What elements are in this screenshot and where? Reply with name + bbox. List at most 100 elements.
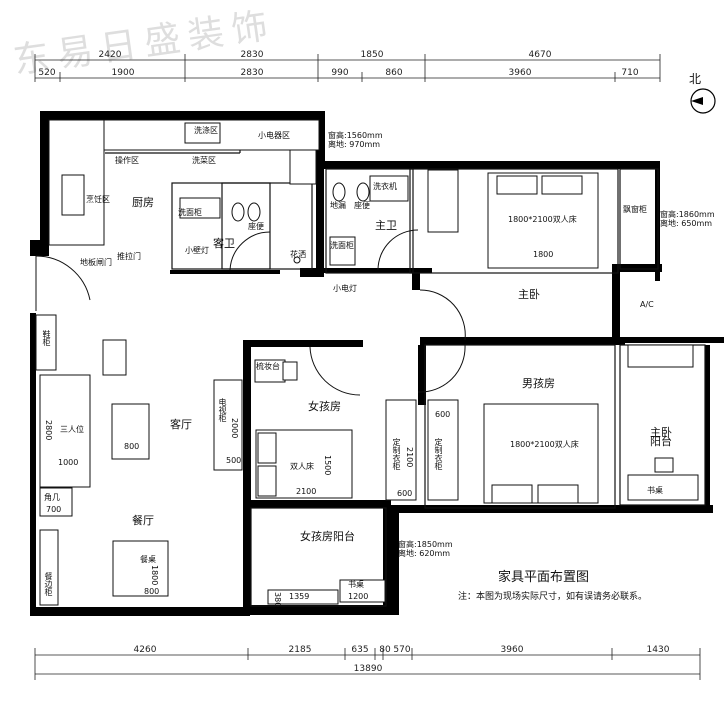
bath-fixtures [179,175,409,266]
label-washbasin-cab: 洗面柜 [178,208,202,217]
label-small-lamp: 小壁灯 [185,246,209,255]
label-girl-bed-l: 2100 [296,487,317,496]
dim-bottom-5: 570 [393,645,411,655]
room-dining: 餐厅 [132,514,154,527]
label-wash-area: 洗菜区 [192,156,216,165]
label-bed-master: 1800*2100双人床 [508,215,577,224]
label-coffee-table: 800 [124,442,140,451]
dim-top-7: 2830 [240,68,264,78]
wardrobes [385,169,694,501]
dim-top-5: 520 [38,68,56,78]
dim-bottom-4: 80 [379,645,391,655]
label-master-washbasin: 洗面柜 [330,241,354,250]
dim-top-1: 2420 [98,50,122,60]
label-window-g: 窗高:1850mm [398,540,453,549]
dim-bottom-3: 635 [351,645,369,655]
label-desk-girl-len: 1200 [348,592,369,601]
dim-top-9: 860 [385,68,403,78]
north-arrow-icon [690,88,716,114]
label-dining-table: 餐桌 [140,555,156,564]
label-master-toilet: 座便 [354,201,370,210]
label-boy-bed: 1800*2100双人床 [510,440,579,449]
room-master-balcony: 主卧阳台 [650,426,672,448]
label-dining-len: 1800 [150,565,159,586]
dim-top-6: 1900 [111,68,135,78]
plan-title: 家具平面布置图 [498,570,590,585]
label-floor-drain: 地漏 [330,201,346,210]
label-sill-k: 离地: 970mm [328,140,381,149]
label-girl-bed: 双人床 [290,462,314,471]
label-wardrobe-len: 2100 [405,447,414,468]
dim-top-11: 710 [621,68,639,78]
label-appliance-area: 小电器区 [258,131,290,140]
dim-bottom-total: 13890 [353,664,383,674]
label-vanity: 梳妆台 [256,362,280,371]
label-window-k: 窗高:1560mm [328,131,383,140]
label-wardrobe-depth: 600 [435,410,451,419]
label-sofa-w: 1000 [58,458,79,467]
plan-note: 注：本图为现场实际尺寸，如有误请务必联系。 [458,592,648,602]
dim-top-10: 3960 [508,68,532,78]
label-sill-g: 离地: 620mm [398,549,451,558]
label-desk-girl: 书桌 [348,580,364,589]
room-girl-balcony: 女孩房阳台 [300,530,355,543]
label-sofa: 三人位 [60,425,84,434]
label-shower: 花洒 [290,250,306,259]
label-sofa-len: 2800 [44,420,53,441]
dim-bottom-7: 1430 [646,645,670,655]
dim-top-3: 1850 [360,50,384,60]
dim-top-2: 2830 [240,50,264,60]
doors [35,229,466,396]
north-indicator: 北 [689,70,724,115]
room-master-bath: 主卫 [375,219,397,232]
label-tv-len: 2000 [230,418,239,439]
label-sideboard: 餐边柜 [44,572,53,596]
label-bed-master-w: 1800 [533,250,554,259]
dim-top-8: 990 [331,68,349,78]
room-boy: 男孩房 [522,377,555,390]
label-wardrobe-depth-2: 600 [397,489,413,498]
label-side-table-w: 700 [46,505,62,514]
label-tv-cabinet: 电视柜 [218,398,227,422]
label-ac: A/C [640,300,654,309]
label-toilet: 座便 [248,222,264,231]
room-girl: 女孩房 [308,400,341,413]
desks [254,359,699,605]
living-furniture [35,314,243,606]
label-window-m: 窗高:1860mm [660,210,715,219]
label-sill-m: 离地: 650mm [660,219,713,228]
label-sink-area: 洗涤区 [194,126,218,135]
room-master-bed: 主卧 [518,288,540,301]
label-wardrobe-custom-2: 定制衣柜 [434,438,443,470]
room-guest-bath: 客卫 [213,237,235,250]
label-shelf-len: 1359 [289,592,310,601]
kitchen-counters [48,119,320,246]
label-entry-cab: 鞋柜 [42,330,51,346]
beds [255,172,599,504]
label-washer: 洗衣机 [373,182,397,191]
label-small-switch: 小电灯 [333,284,357,293]
label-stove-area: 烹饪区 [86,195,110,204]
label-bench-len: 380 [273,592,282,608]
label-dining-w: 800 [144,587,160,596]
walls [30,111,724,616]
label-floor-door: 地板闸门 [80,258,112,267]
bottom-dimension-lines [34,648,701,680]
top-dimension-lines [34,54,661,82]
label-wardrobe-custom-1: 定制衣柜 [392,438,401,470]
room-living: 客厅 [170,418,192,431]
dim-bottom-1: 4260 [133,645,157,655]
dim-top-4: 4670 [528,50,552,60]
label-prep-area: 操作区 [115,156,139,165]
label-desk-master: 书桌 [647,486,663,495]
label-side-table: 角几 [44,493,60,502]
label-tv-depth: 500 [226,456,242,465]
dim-bottom-6: 3960 [500,645,524,655]
label-girl-bed-w: 1500 [323,455,332,476]
north-label: 北 [689,72,702,86]
dim-bottom-2: 2185 [288,645,312,655]
label-wardrobe-bay: 飘窗柜 [623,205,647,214]
label-sliding-door: 推拉门 [117,252,141,261]
room-kitchen: 厨房 [132,196,154,209]
